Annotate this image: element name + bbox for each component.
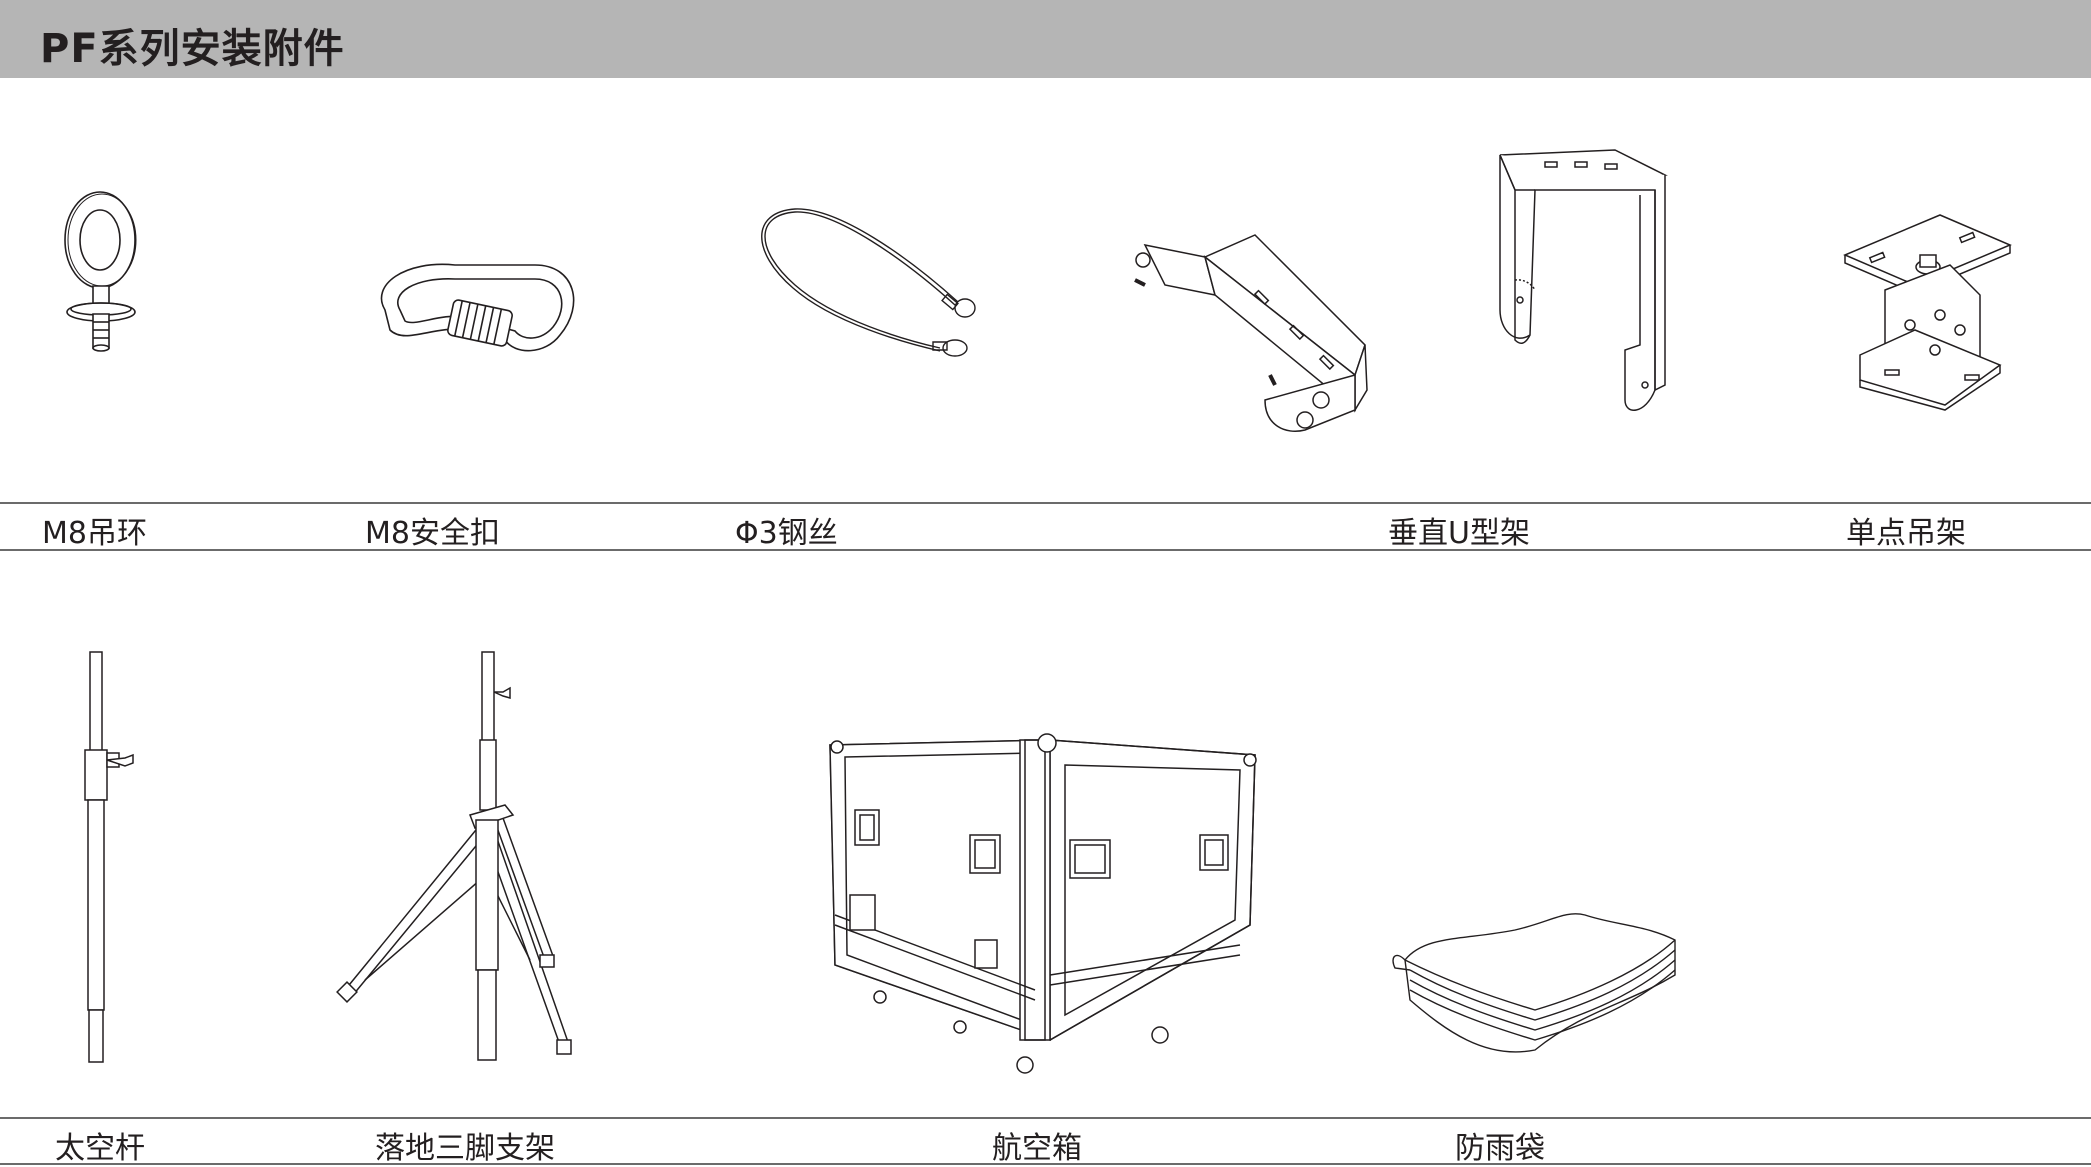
- label-vertical-u-bracket: 垂直U型架: [1388, 516, 1530, 551]
- row2-top-rule: [0, 1117, 2091, 1119]
- rain-cover-bag-icon: [1385, 910, 1685, 1060]
- label-rain-cover-bag: 防雨袋: [1455, 1131, 1545, 1166]
- label-steel-wire: Φ3钢丝: [735, 516, 838, 551]
- tripod-stand-icon: [335, 650, 580, 1065]
- single-point-hanger-icon: [1840, 215, 2015, 410]
- label-single-point-hanger: 单点吊架: [1846, 516, 1966, 551]
- page-header: PF系列安装附件: [0, 0, 2091, 78]
- flight-case-icon: [825, 735, 1260, 1080]
- vertical-u-bracket-icon: [1495, 150, 1670, 420]
- speaker-pole-icon: [75, 650, 140, 1065]
- label-tripod-stand: 落地三脚支架: [375, 1131, 555, 1166]
- horizontal-bracket-icon: [1105, 225, 1375, 440]
- row1-bottom-rule: [0, 549, 2091, 551]
- carabiner-icon: [365, 255, 585, 365]
- row1-top-rule: [0, 502, 2091, 504]
- row2-bottom-rule: [0, 1163, 2091, 1165]
- page-title: PF系列安装附件: [40, 26, 345, 72]
- label-eye-bolt: M8吊环: [42, 516, 147, 551]
- label-speaker-pole: 太空杆: [55, 1131, 145, 1166]
- steel-wire-icon: [755, 200, 980, 360]
- label-flight-case: 航空箱: [992, 1131, 1082, 1166]
- eye-bolt-icon: [55, 188, 145, 363]
- label-carabiner: M8安全扣: [365, 516, 500, 551]
